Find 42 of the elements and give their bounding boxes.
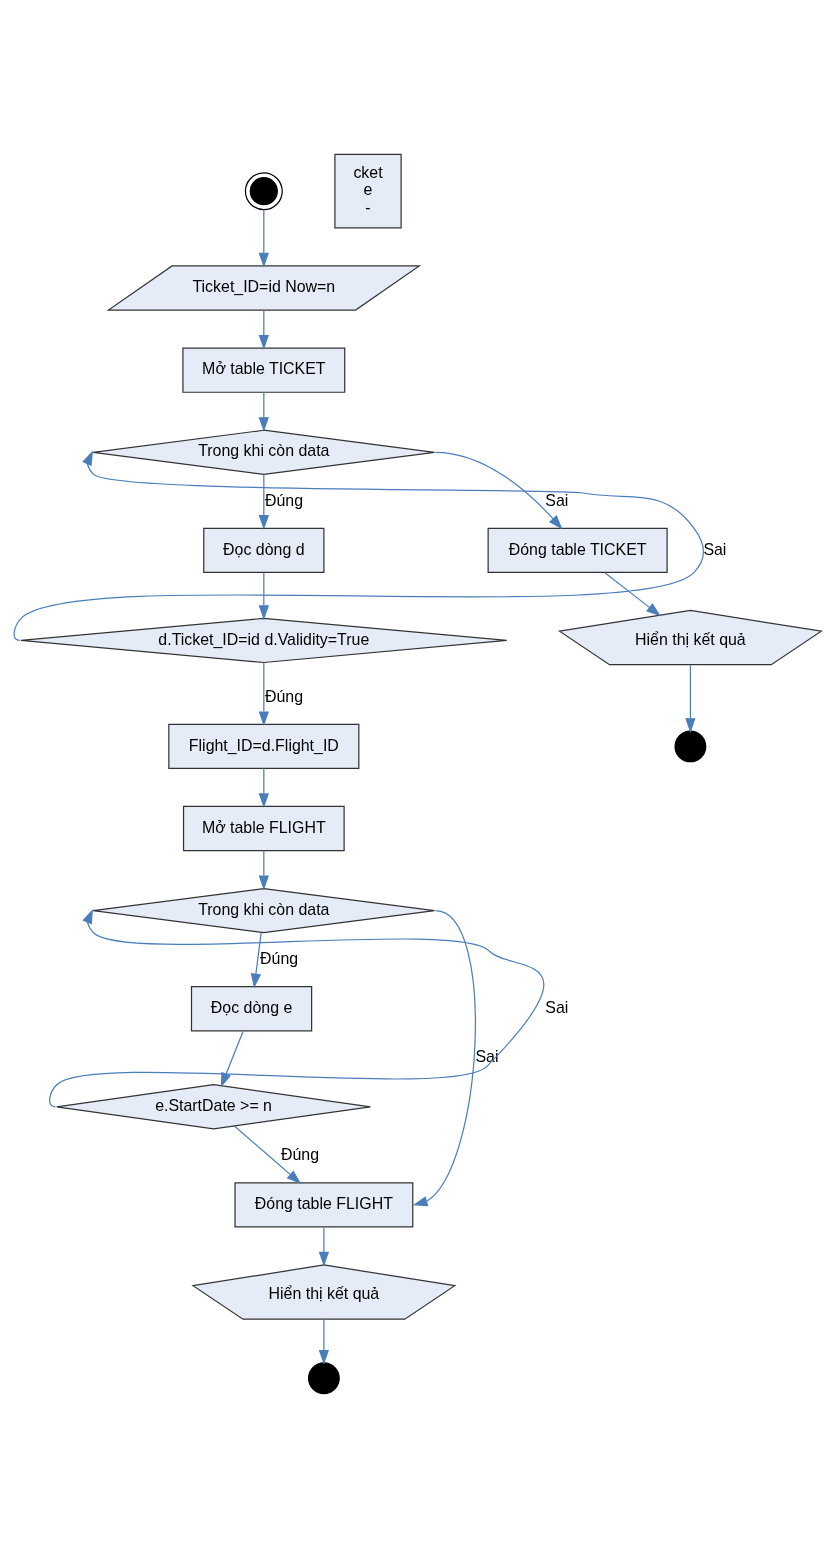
arrow [434, 451, 562, 530]
node-circle [244, 171, 283, 210]
arrow [233, 1124, 301, 1184]
arrow [412, 909, 476, 1206]
node-diamond: Trong khi còn data [92, 429, 435, 475]
node-box: Đóng table TICKET [487, 527, 668, 573]
node-box: cket e - [333, 153, 402, 229]
edge-label: Sai [544, 998, 568, 1016]
node-box: Flight_ID=d.Flight_ID [167, 723, 359, 769]
edge-label: Sai [544, 491, 568, 508]
edge-label: Đúng [280, 1145, 319, 1163]
node-diamond: d.Ticket_ID=id d.Validity=True [19, 617, 507, 663]
edge-label: Sai [702, 540, 726, 558]
arrow [250, 931, 262, 988]
arrow [684, 664, 696, 733]
arrow [603, 571, 661, 616]
edge-label: Đúng [259, 949, 298, 967]
edge-label: Sai [474, 1047, 498, 1065]
arrow [258, 473, 269, 530]
arrow [48, 908, 544, 1107]
arrow [258, 208, 269, 267]
edge-label: Đúng [264, 687, 303, 705]
node-box: Đọc dòng d [202, 527, 324, 573]
arrow [258, 661, 269, 726]
arrow [318, 1318, 329, 1365]
node-box: Mở table TICKET [181, 347, 345, 393]
arrow [258, 309, 269, 350]
arrow [12, 450, 704, 641]
arrow [258, 767, 269, 808]
arrow [258, 391, 269, 432]
arrow [258, 571, 269, 620]
node-circle [307, 1361, 340, 1394]
node-diamond: Trong khi còn data [92, 887, 435, 933]
node-box: Đọc dòng e [190, 985, 312, 1031]
node-box: Mở table FLIGHT [182, 805, 345, 851]
arrow [318, 1226, 329, 1267]
arrow [220, 1030, 244, 1087]
node-diamond: e.StartDate >= n [55, 1083, 371, 1129]
node-circle [673, 729, 706, 762]
node-box: Đóng table FLIGHT [233, 1181, 413, 1228]
edge-label: Đúng [264, 491, 303, 508]
arrow [258, 849, 269, 890]
